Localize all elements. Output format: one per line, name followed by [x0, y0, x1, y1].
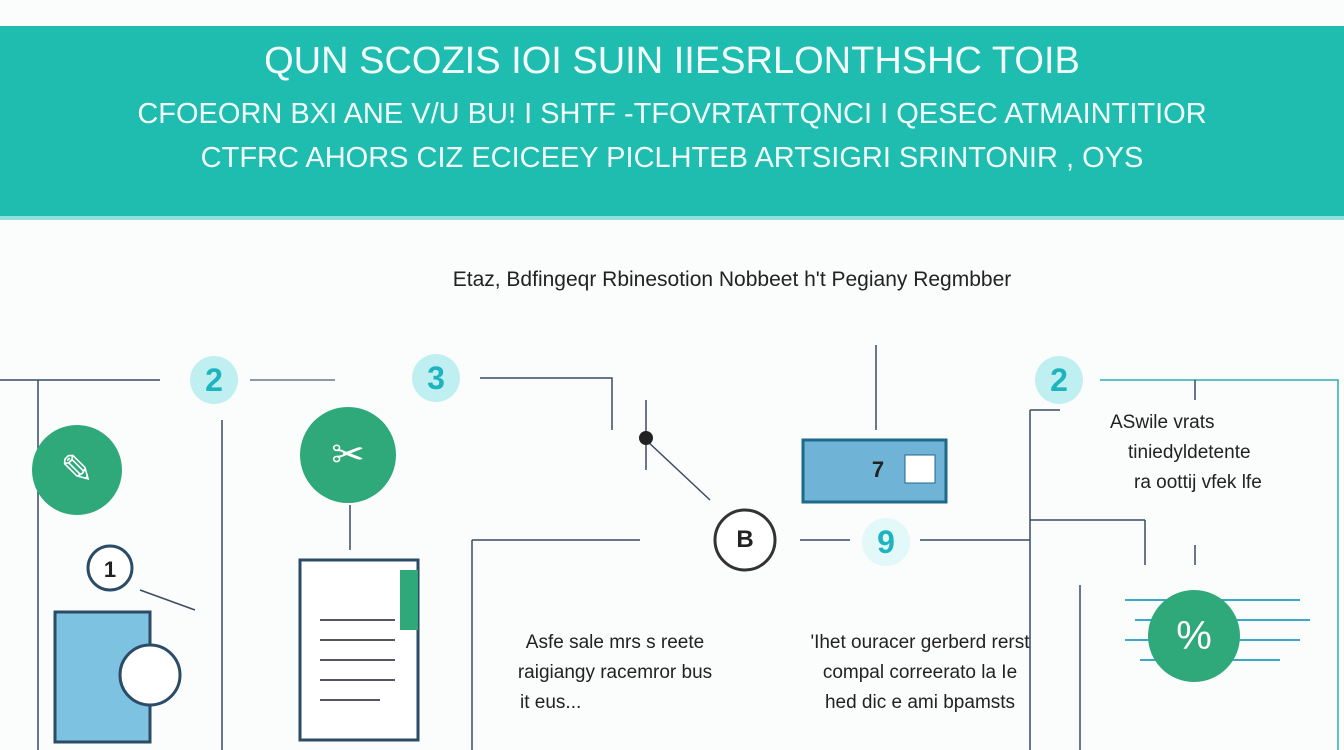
caption-left: Asfe sale mrs s reete raigiangy racemror… [470, 628, 760, 718]
document-icon [298, 558, 420, 742]
monitor-number: 7 [871, 457, 885, 482]
caption-line: it eus... [520, 692, 582, 713]
step-badge-3: 3 [412, 354, 460, 402]
banner-title-line-2: CFOEORN BXI ANE V/U BU! I SHTF -TFOVRTAT… [137, 98, 1207, 130]
monitor-icon [801, 438, 948, 504]
step-badge-9: 9 [862, 518, 910, 566]
step-badge-b: B [736, 526, 754, 553]
diagram-subtitle: Etaz, Bdfingeqr Rbinesotion Nobbeet h't … [452, 268, 1012, 291]
caption-middle: 'Ihet ouracer gerberd rerst compal corre… [770, 628, 1070, 718]
caption-line: Asfe sale mrs s reete [525, 632, 705, 653]
step-badge-2: 2 [190, 356, 238, 404]
caption-right: ASwile vrats tiniedyldetente ra oottij v… [1110, 408, 1310, 498]
banner-title-line-1: QUN SCOZIS IOI SUIN IIESRLONTHSHC TOIB [264, 40, 1080, 82]
machine-number: 1 [103, 557, 117, 582]
wrench-icon: ✎ [32, 425, 122, 515]
caption-line: ra oottij vfek lfe [1134, 472, 1262, 493]
percent-tool-icon: % [1148, 590, 1240, 682]
title-banner [0, 26, 1344, 220]
banner-title-line-3: CTFRC AHORS CIZ ECICEEY PICLHTEB ARTSIGR… [200, 142, 1144, 174]
caption-line: ASwile vrats [1110, 412, 1215, 433]
caption-line: compal correerato la Ie [822, 662, 1018, 683]
caption-line: tiniedyldetente [1128, 442, 1251, 463]
caption-line: raigiangy racemror bus [517, 662, 713, 683]
tool-icon: ✂ [300, 407, 396, 503]
step-badge-2b: 2 [1035, 356, 1083, 404]
caption-line: hed dic e ami bpamsts [824, 692, 1016, 713]
caption-line: 'Ihet ouracer gerberd rerst [810, 632, 1030, 653]
